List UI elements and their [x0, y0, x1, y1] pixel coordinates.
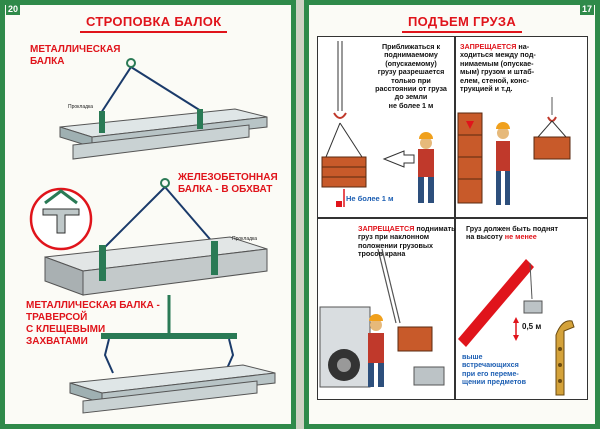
- panel2-illustration: [457, 97, 571, 205]
- label-traverse-beam: МЕТАЛЛИЧЕСКАЯ БАЛКА - ТРАВЕРСОЙ С КЛЕЩЕВ…: [26, 300, 160, 347]
- panel3-text: ЗАПРЕЩАЕТСЯ поднимать груз при наклонном…: [358, 224, 456, 259]
- traverse-beam: [69, 295, 276, 414]
- panel1-caption: Не более 1 м: [346, 194, 394, 203]
- panel-lift-height: Груз должен быть поднят на высоту не мен…: [455, 218, 588, 400]
- panel1-illustration: [321, 41, 434, 207]
- right-page-number: 17: [580, 3, 594, 15]
- right-page-title: ПОДЪЕМ ГРУЗА: [401, 14, 523, 33]
- panel2-forbidden-word: ЗАПРЕЩАЕТСЯ: [460, 42, 517, 51]
- label-concrete-beam: ЖЕЛЕЗОБЕТОННАЯ БАЛКА - В ОБХВАТ: [178, 172, 278, 195]
- label-metal-beam: МЕТАЛЛИЧЕСКАЯ БАЛКА: [30, 44, 121, 67]
- left-page-inner: [5, 5, 291, 424]
- panel4-text: Груз должен быть поднят на высоту не мен…: [466, 224, 584, 242]
- left-page: 20 СТРОПОВКА БАЛОК МЕТАЛЛИЧЕСКАЯ БАЛКА Ж…: [0, 0, 296, 429]
- panel4-body: Груз должен быть поднят на высоту: [466, 224, 559, 242]
- panel3-body: поднимать груз при наклонном положении г…: [358, 224, 456, 259]
- panel4-dimension: 0,5 м: [522, 322, 542, 331]
- prokladka-label-2: Прокладка: [232, 236, 258, 242]
- panel-forbidden-between: ЗАПРЕЩАЕТСЯ на- ходиться между под- нима…: [455, 36, 588, 218]
- panel-approach-load: Приближаться к поднимаемому (опускаемому…: [317, 36, 455, 218]
- right-page: 17 ПОДЪЕМ ГРУЗА Прибл: [304, 0, 600, 429]
- metal-beam-1: [59, 58, 268, 160]
- panel4-illustration: [458, 259, 575, 396]
- prokladka-label-1: Прокладка: [68, 104, 94, 110]
- left-page-number: 20: [6, 3, 20, 15]
- book-gutter: [296, 0, 304, 429]
- panel1-text: Приближаться к поднимаемому (опускаемому…: [375, 42, 447, 110]
- panel2-text: ЗАПРЕЩАЕТСЯ на- ходиться между под- нима…: [460, 42, 585, 94]
- panel4-min-word: не менее: [504, 232, 537, 242]
- left-page-title: СТРОПОВКА БАЛОК: [79, 14, 228, 33]
- panel2-body: на- ходиться между под- нимаемым (опуска…: [460, 42, 536, 94]
- panel-forbidden-inclined: ЗАПРЕЩАЕТСЯ поднимать груз при наклонном…: [317, 218, 456, 400]
- left-illustrations: [29, 58, 276, 414]
- panel4-blue-text: выше встречающихся при его переме- щении…: [462, 352, 526, 387]
- concrete-beam: [29, 178, 268, 296]
- panel3-illustration: [319, 248, 445, 388]
- panel3-forbidden-word: ЗАПРЕЩАЕТСЯ: [358, 224, 415, 233]
